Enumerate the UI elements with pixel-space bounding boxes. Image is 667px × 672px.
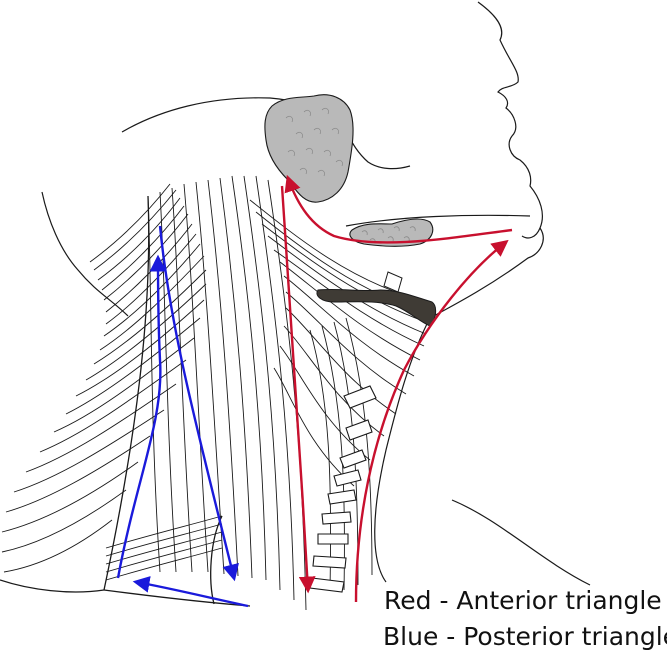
posterior-arrow-left [136,582,248,606]
hyoid-pointer [384,272,402,292]
anterior-arrow-down [282,186,308,590]
anterior-triangle-arrows [282,178,512,602]
head-outline [0,2,590,592]
legend-anterior-triangle: Red - Anterior triangle [384,586,662,615]
legend-posterior-triangle: Blue - Posterior triangle [383,622,667,651]
